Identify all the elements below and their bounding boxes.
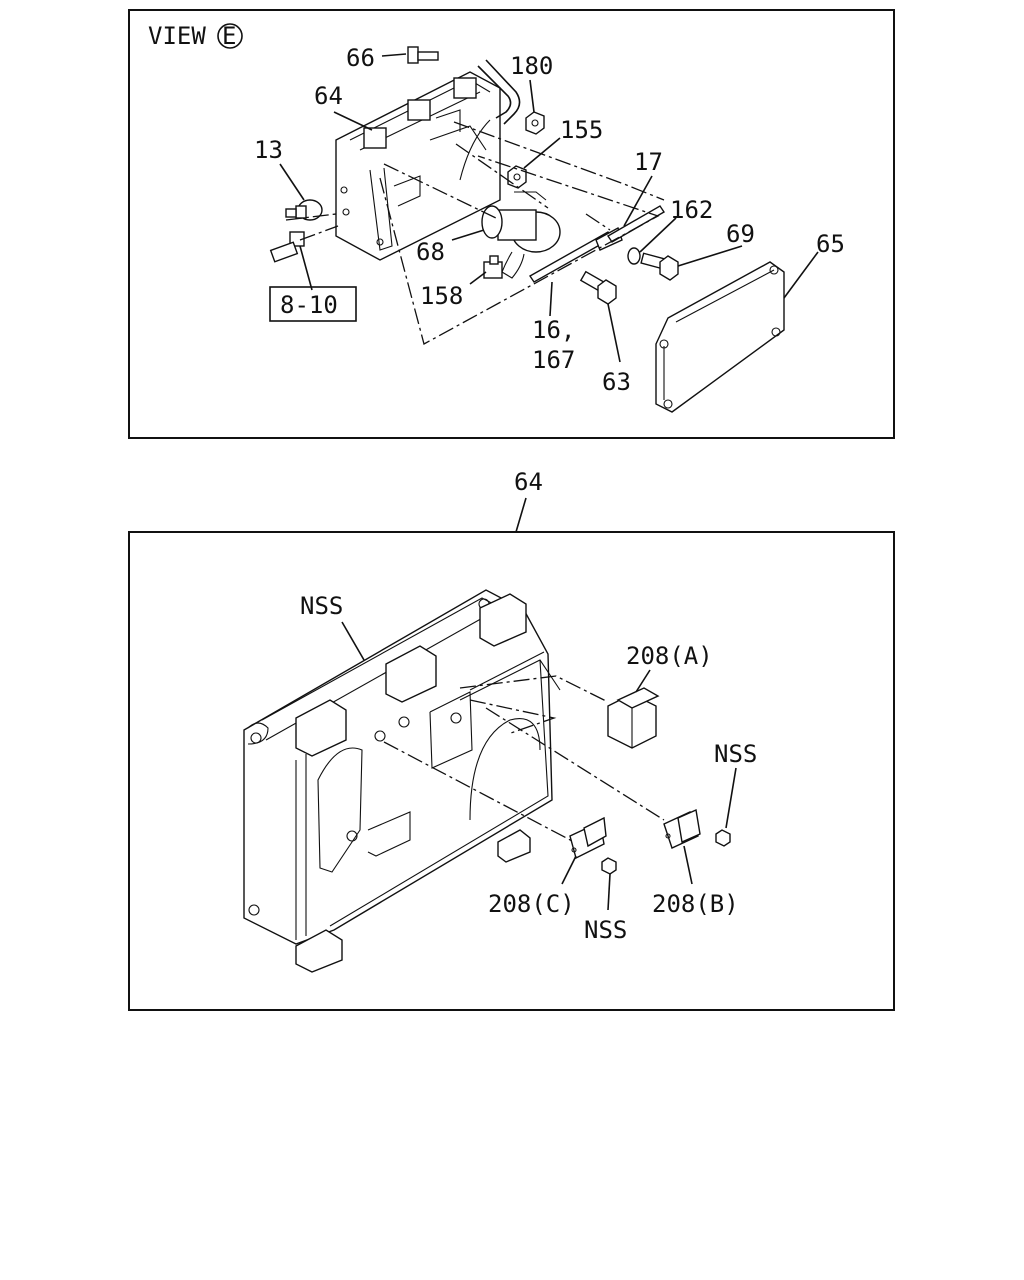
callout-17: 17: [634, 148, 663, 176]
view-label: VIEW: [148, 22, 206, 50]
callout-13: 13: [254, 136, 283, 164]
assembly-line: [455, 143, 549, 209]
relay-block: [363, 127, 387, 149]
relay-box-housing: [243, 589, 553, 945]
connector-8-10: [269, 231, 305, 263]
relay-block: [385, 645, 437, 703]
assembly-line: [453, 121, 665, 201]
relay-block: [295, 699, 347, 757]
assembly-line: [285, 213, 337, 221]
nut-180: [525, 111, 545, 135]
callout-66: 66: [346, 44, 375, 72]
nut-nss-bottom: [601, 857, 617, 875]
relay-208b: [663, 808, 701, 849]
callout-208a: 208(A): [626, 642, 713, 670]
cover-65: [655, 261, 785, 413]
callout-155: 155: [560, 116, 603, 144]
assembly-line: [585, 213, 611, 231]
callout-nss-right: NSS: [714, 740, 757, 768]
reference-label: 8-10: [280, 291, 338, 319]
callout-158: 158: [420, 282, 463, 310]
view-mark-circle: [217, 23, 243, 49]
relay-208c: [569, 816, 607, 860]
callout-69: 69: [726, 220, 755, 248]
relay-block: [295, 929, 343, 973]
callout-16: 16,: [532, 316, 575, 344]
bolt-66: [407, 46, 439, 64]
connector-13: [285, 199, 323, 221]
clip-158: [483, 255, 503, 279]
relay-block: [479, 593, 527, 647]
callout-65: 65: [816, 230, 845, 258]
assembly-line: [383, 163, 497, 219]
nut-155: [507, 165, 527, 189]
callout-nss-top: NSS: [300, 592, 343, 620]
assembly-line: [485, 707, 665, 821]
assembly-line: [299, 225, 339, 241]
callout-180: 180: [510, 52, 553, 80]
relay-box-assembly: [335, 71, 501, 261]
bolt-63: [579, 270, 617, 305]
wire-loop: [477, 65, 512, 119]
bottom-header-callout: 64: [514, 468, 543, 496]
callout-nss-bottom: NSS: [584, 916, 627, 944]
relay-box-detail: [243, 589, 561, 973]
relay-208a: [607, 687, 660, 749]
bottom-panel-frame: [128, 531, 895, 1011]
callout-208b: 208(B): [652, 890, 739, 918]
shaft-17: [607, 205, 665, 243]
bolt-69: [640, 252, 679, 281]
bottom-header-leader: [515, 497, 527, 533]
top-panel: VIEW E: [128, 9, 895, 439]
callout-64: 64: [314, 82, 343, 110]
washer-162: [627, 247, 641, 265]
reference-box: [269, 286, 357, 322]
callout-63: 63: [602, 368, 631, 396]
assembly-line: [469, 699, 557, 735]
nut-nss-right: [715, 829, 731, 847]
callout-208c: 208(C): [488, 890, 575, 918]
relay-block: [407, 99, 431, 121]
assembly-line: [383, 741, 575, 843]
assembly-line: [379, 155, 660, 345]
top-panel-frame: [128, 9, 895, 439]
relay-block: [497, 829, 531, 863]
view-mark: E: [222, 22, 236, 50]
bottom-panel: NSS 208(A) NSS 208(C) 208(B) NSS: [128, 531, 895, 1011]
relay-block: [453, 77, 477, 99]
callout-68: 68: [416, 238, 445, 266]
callout-167: 167: [532, 346, 575, 374]
callout-162: 162: [670, 196, 713, 224]
assembly-line: [459, 675, 609, 703]
relay-box-body: [335, 71, 501, 261]
